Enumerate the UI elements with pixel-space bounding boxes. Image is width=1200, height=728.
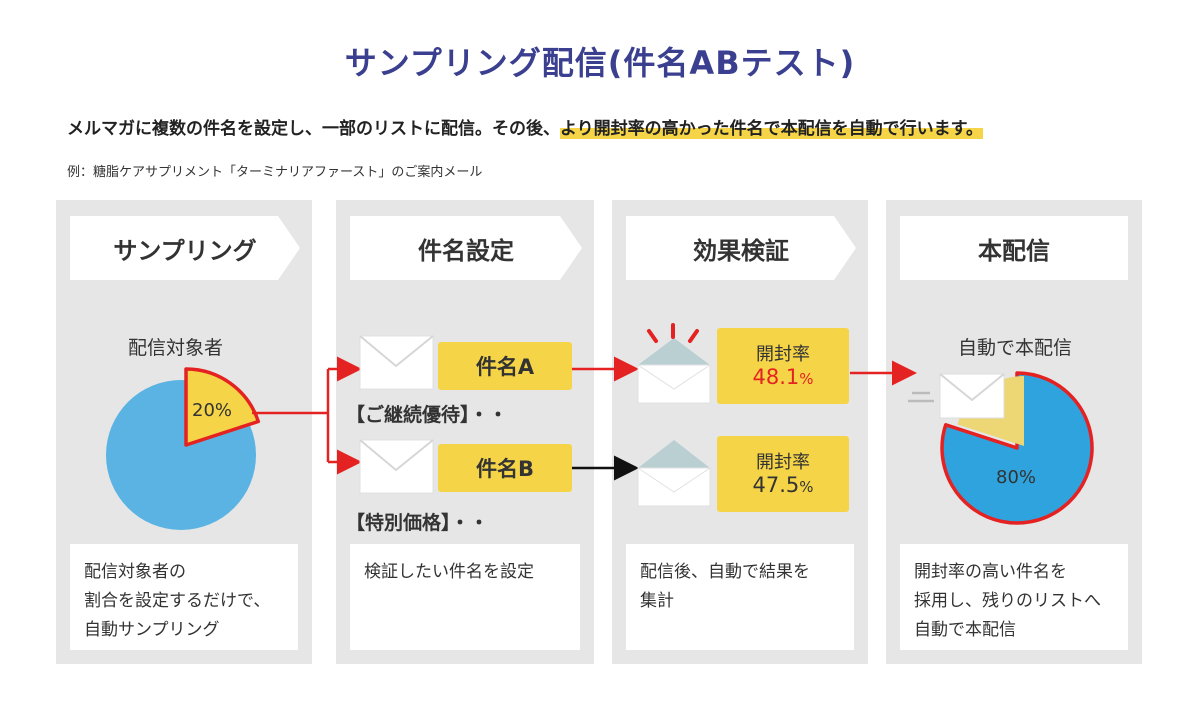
stage-verification: 効果検証 [626, 216, 856, 280]
subject-b-tag: 件名B [438, 444, 572, 492]
sample-percent-label: 20% [192, 400, 233, 421]
note-sampling: 配信対象者の 割合を設定するだけで、 自動サンプリング [70, 544, 298, 650]
description-text: メルマガに複数の件名を設定し、一部のリストに配信。その後、 [67, 119, 560, 139]
result-a-value: 48.1% [752, 365, 814, 389]
final-pie-main [940, 371, 1094, 525]
note-subject-setup: 検証したい件名を設定 [350, 544, 580, 650]
note-main-send: 開封率の高い件名を 採用し、残りのリストへ 自動で本配信 [900, 544, 1128, 650]
target-label: 配信対象者 [128, 337, 224, 359]
stage-main-send: 本配信 [900, 216, 1128, 280]
envelope-icon [359, 439, 434, 494]
result-b-label: 開封率 [756, 452, 810, 473]
final-percent-label: 80% [996, 467, 1037, 488]
subject-a-tag: 件名A [438, 342, 572, 390]
sending-envelope-icon [908, 373, 1005, 419]
stage-subject-setup: 件名設定 [350, 216, 582, 280]
subject-b-text: 【特別価格】・・ [346, 512, 489, 534]
panel-subject-setup: 件名設定 検証したい件名を設定 [336, 200, 594, 664]
open-envelope-icon [637, 440, 711, 507]
stage-sampling: サンプリング [70, 216, 300, 280]
subject-a-text: 【ご継続優待】・・ [346, 404, 508, 426]
envelope-icon [359, 335, 434, 390]
open-envelope-icon [637, 338, 711, 404]
sparkle-icon [647, 323, 699, 343]
note-verification: 配信後、自動で結果を 集計 [626, 544, 854, 650]
result-a-label: 開封率 [756, 344, 810, 365]
panel-verification: 効果検証 配信後、自動で結果を 集計 [612, 200, 868, 664]
result-b-value: 47.5% [752, 473, 814, 497]
result-b: 開封率 47.5% [717, 436, 849, 512]
description: メルマガに複数の件名を設定し、一部のリストに配信。その後、より開封率の高かった件… [67, 114, 983, 139]
result-a: 開封率 48.1% [717, 328, 849, 404]
pie-sample-slice [184, 367, 261, 447]
page-title: サンプリング配信(件名ABテスト) [344, 44, 856, 82]
example-caption: 例：糖脂ケアサプリメント「ターミナリアファースト」のご案内メール [67, 165, 483, 180]
description-highlight: より開封率の高かった件名で本配信を自動で行います。 [560, 119, 983, 139]
final-label: 自動で本配信 [958, 337, 1073, 359]
